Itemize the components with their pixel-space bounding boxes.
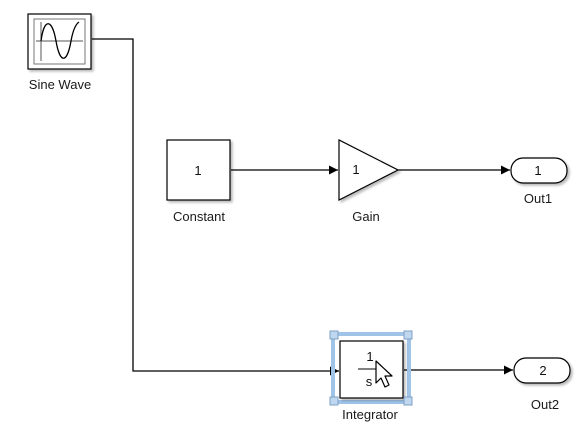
integrator-denominator: s bbox=[366, 374, 373, 389]
out1-label: Out1 bbox=[524, 191, 552, 206]
gain-block[interactable]: 1 bbox=[338, 139, 400, 201]
out2-port[interactable]: 2 bbox=[513, 357, 571, 384]
gain-value: 1 bbox=[352, 162, 359, 177]
sine-wave-icon bbox=[36, 21, 83, 61]
signal-line-sine-to-integrator[interactable] bbox=[92, 38, 339, 376]
sine-wave-label: Sine Wave bbox=[29, 77, 91, 92]
sine-wave-block[interactable] bbox=[27, 13, 92, 70]
out1-port[interactable]: 1 bbox=[510, 157, 568, 184]
out2-label: Out2 bbox=[531, 397, 559, 412]
resize-handle-bottom-left[interactable] bbox=[329, 396, 339, 406]
integrator-numerator: 1 bbox=[366, 349, 373, 364]
mouse-pointer-icon bbox=[375, 360, 393, 388]
out2-port-number: 2 bbox=[539, 363, 546, 378]
constant-label: Constant bbox=[173, 209, 225, 224]
integrator-label: Integrator bbox=[342, 407, 398, 422]
selection-highlight bbox=[331, 332, 411, 404]
integrator-block[interactable]: 1 s bbox=[329, 330, 413, 406]
constant-value: 1 bbox=[194, 163, 201, 178]
resize-handle-top-left[interactable] bbox=[329, 330, 339, 340]
resize-handle-bottom-right[interactable] bbox=[403, 396, 413, 406]
constant-block[interactable]: 1 bbox=[166, 139, 231, 201]
out1-port-number: 1 bbox=[534, 163, 541, 178]
gain-label: Gain bbox=[352, 209, 379, 224]
resize-handle-top-right[interactable] bbox=[403, 330, 413, 340]
